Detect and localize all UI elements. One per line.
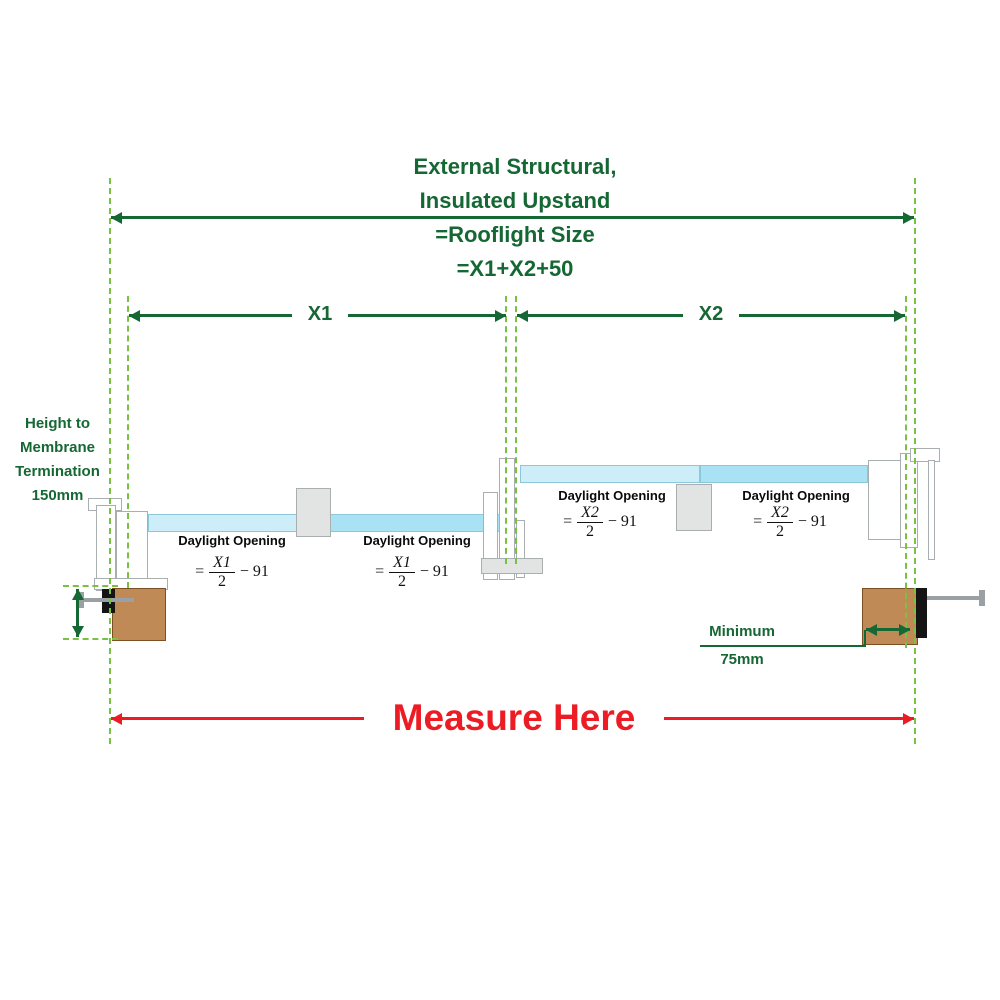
daylight-formula-x1-right: = X1 2 − 91 xyxy=(352,553,472,591)
dashed-line-left-inner xyxy=(127,296,129,588)
formula-equals: = xyxy=(753,513,763,530)
formula-denominator: 2 xyxy=(776,522,784,540)
formula-denominator: 2 xyxy=(398,572,406,590)
right-frame-cap xyxy=(910,448,940,462)
height-label-line-1: Height to xyxy=(25,415,90,432)
minimum-leader-connector xyxy=(864,630,866,647)
formula-rest: − 91 xyxy=(419,563,449,580)
dashed-line-right-inner xyxy=(905,296,907,648)
right-frame-outer xyxy=(900,453,918,548)
title-line-4: =X1+X2+50 xyxy=(456,256,574,281)
daylight-opening-label-x1-left: Daylight Opening xyxy=(178,533,286,548)
title-line-3: =Rooflight Size xyxy=(435,222,595,247)
daylight-opening-label-x1-right: Daylight Opening xyxy=(363,533,471,548)
membrane-right xyxy=(916,588,927,638)
minimum-leader-line xyxy=(700,645,866,647)
junction-frame-right xyxy=(499,458,515,580)
dashed-line-right-outer xyxy=(914,178,916,744)
dashed-line-membrane-top xyxy=(63,585,118,587)
fixing-screw-right-shaft xyxy=(927,596,981,600)
right-frame-inner xyxy=(868,460,902,540)
formula-fraction: X2 2 xyxy=(767,504,793,540)
junction-base xyxy=(481,558,543,574)
timber-upstand-right xyxy=(862,588,918,645)
formula-equals: = xyxy=(195,563,205,580)
formula-numerator: X1 xyxy=(389,554,415,573)
height-label-line-3: Termination xyxy=(15,463,100,480)
dashed-line-left-outer xyxy=(109,178,111,744)
daylight-formula-x2-left: = X2 2 − 91 xyxy=(540,503,660,541)
timber-upstand-left xyxy=(112,588,166,641)
formula-fraction: X1 2 xyxy=(209,554,235,590)
formula-denominator: 2 xyxy=(218,572,226,590)
glass-panel-x1-right xyxy=(325,514,505,532)
formula-fraction: X2 2 xyxy=(577,504,603,540)
daylight-formula-x1-left: = X1 2 − 91 xyxy=(172,553,292,591)
height-150mm-arrow xyxy=(71,589,84,637)
fixing-screw-left-head xyxy=(78,592,84,608)
measure-here-label: Measure Here xyxy=(364,697,664,739)
minimum-value-label: 75mm xyxy=(720,651,764,668)
x1-dimension-label: X1 xyxy=(292,302,348,326)
diagram-title: External Structural, Insulated Upstand =… xyxy=(330,150,700,286)
formula-equals: = xyxy=(375,563,385,580)
glass-panel-x2-right xyxy=(700,465,868,483)
minimum-75mm-arrow xyxy=(866,623,910,636)
dashed-line-membrane-bottom xyxy=(63,638,118,640)
formula-numerator: X2 xyxy=(577,504,603,523)
formula-equals: = xyxy=(563,513,573,530)
fixing-screw-left-shaft xyxy=(82,598,134,602)
right-frame-drop xyxy=(928,460,935,560)
formula-numerator: X1 xyxy=(209,554,235,573)
formula-fraction: X1 2 xyxy=(389,554,415,590)
height-label-line-4: 150mm xyxy=(31,487,84,504)
overall-width-arrow xyxy=(111,211,914,224)
dashed-line-mid-right xyxy=(515,296,517,564)
formula-rest: − 91 xyxy=(797,513,827,530)
formula-rest: − 91 xyxy=(607,513,637,530)
mullion-block-x1 xyxy=(296,488,331,537)
height-label-line-2: Membrane xyxy=(19,439,96,456)
formula-denominator: 2 xyxy=(586,522,594,540)
formula-numerator: X2 xyxy=(767,504,793,523)
daylight-opening-label-x2-right: Daylight Opening xyxy=(742,488,850,503)
daylight-opening-label-x2-left: Daylight Opening xyxy=(558,488,666,503)
fixing-screw-right-head xyxy=(979,590,985,606)
title-line-1: External Structural, xyxy=(413,154,617,179)
title-line-2: Insulated Upstand xyxy=(419,188,611,213)
glass-panel-x2-left xyxy=(520,465,700,483)
x2-dimension-label: X2 xyxy=(683,302,739,326)
mullion-block-x2 xyxy=(676,484,712,531)
daylight-formula-x2-right: = X2 2 − 91 xyxy=(730,503,850,541)
formula-rest: − 91 xyxy=(239,563,269,580)
minimum-label: Minimum xyxy=(709,623,775,640)
height-to-membrane-label: Height to Membrane Termination 150mm xyxy=(0,412,115,508)
dashed-line-mid-left xyxy=(505,296,507,564)
